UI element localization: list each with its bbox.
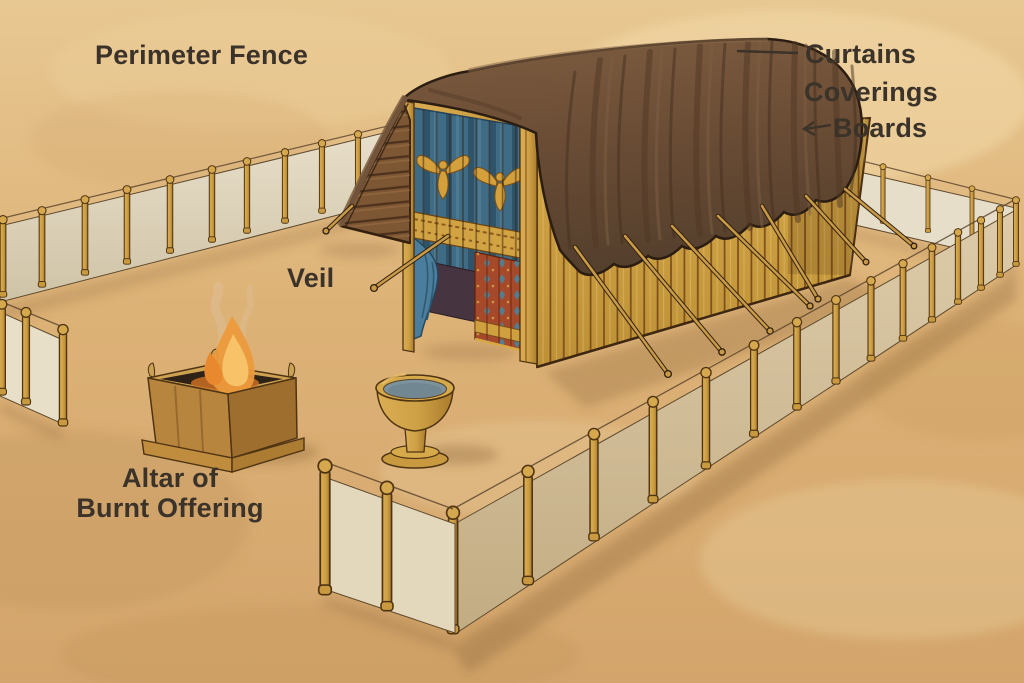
label-coverings: Coverings	[804, 77, 938, 107]
tent-covering	[337, 37, 864, 276]
leader-lines	[736, 49, 832, 137]
veil-curtain	[413, 107, 527, 293]
covering-drape-folds	[337, 38, 857, 250]
label-altar-line2: Burnt Offering	[76, 493, 264, 524]
altar-of-burnt-offering	[141, 281, 305, 473]
inner-curtain-red	[474, 251, 521, 352]
label-veil: Veil	[287, 263, 335, 293]
label-perimeter-fence: Perimeter Fence	[95, 40, 309, 70]
label-altar-line1: Altar of	[121, 463, 219, 493]
laver-basin	[375, 372, 455, 469]
label-curtains: Curtains	[805, 39, 917, 69]
gable-boards	[339, 101, 411, 245]
entrance-frame	[402, 95, 538, 365]
label-boards: Boards	[833, 113, 928, 143]
guy-ropes	[322, 186, 918, 379]
tent-stakes	[322, 227, 918, 379]
fence-front-left	[0, 298, 69, 427]
label-altar: Altar of Burnt Offering	[60, 463, 280, 523]
fence-right-front	[445, 196, 1020, 635]
altar-fire	[204, 316, 255, 395]
fence-front-center	[317, 458, 456, 634]
frame-post-right	[519, 124, 538, 365]
tabernacle-tent	[322, 37, 918, 379]
boards-leader-arrow	[801, 121, 832, 137]
curtains-leader-line	[736, 49, 799, 55]
